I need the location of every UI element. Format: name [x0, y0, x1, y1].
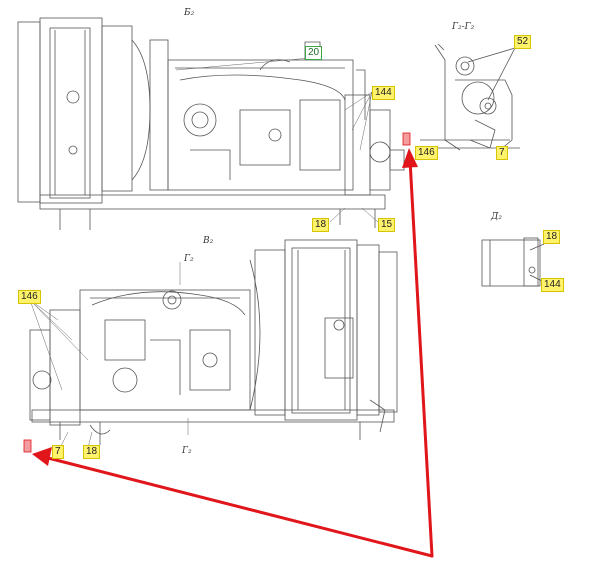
engine-view-top	[17, 17, 405, 230]
section-gg	[420, 43, 520, 151]
view-label-g-bottom: Г₂	[182, 446, 192, 456]
view-label-v: В₂	[203, 236, 214, 246]
callout-18-top: 18	[312, 218, 330, 232]
callout-7-right: 7	[496, 146, 508, 160]
arrowhead-top	[402, 148, 418, 168]
callout-144-detail: 144	[541, 278, 564, 292]
callout-20: 20	[305, 46, 323, 60]
engine-view-bottom	[29, 239, 398, 445]
view-label-gg: Г₂-Г₂	[452, 22, 475, 32]
highlight-box-bottom	[23, 439, 32, 453]
view-label-b: Б₂	[184, 8, 195, 18]
highlight-box-top	[402, 132, 411, 146]
arrowhead-bottom	[32, 447, 52, 466]
callout-144-top: 144	[372, 86, 395, 100]
view-label-d: Д₂	[491, 212, 502, 222]
red-arrow	[46, 158, 434, 558]
callout-18-detail: 18	[543, 230, 561, 244]
callout-7-bottom: 7	[52, 445, 64, 459]
callout-52: 52	[514, 35, 532, 49]
detail-d	[481, 237, 545, 287]
callout-18-bottom: 18	[83, 445, 101, 459]
callout-146-right: 146	[415, 146, 438, 160]
callout-146-left: 146	[18, 290, 41, 304]
callout-15: 15	[378, 218, 396, 232]
view-label-g-top: Г₂	[184, 254, 194, 264]
